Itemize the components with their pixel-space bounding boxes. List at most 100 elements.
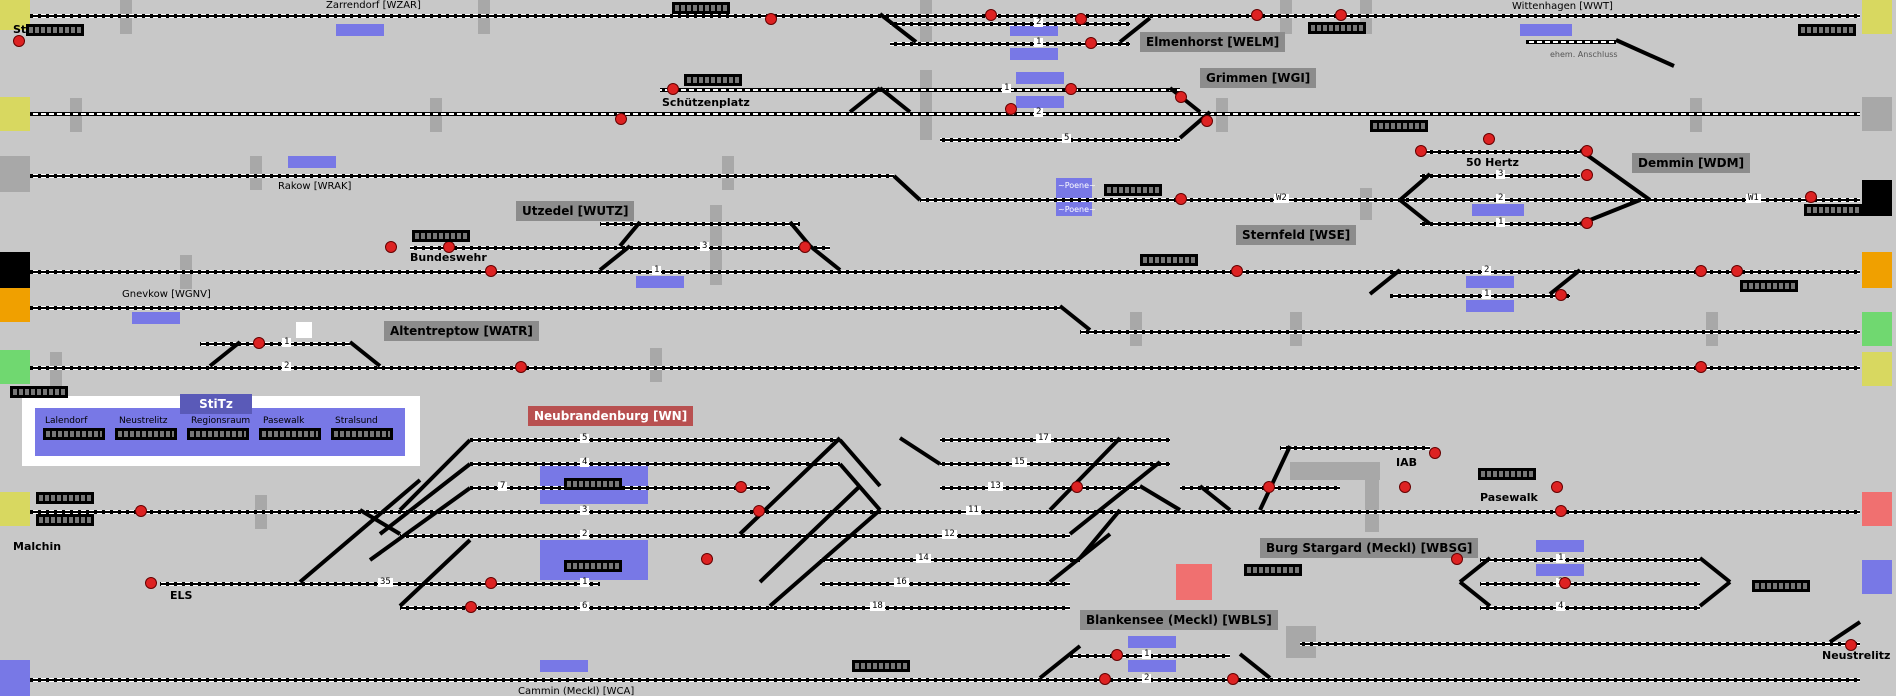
- stitz-title[interactable]: StiTz: [180, 394, 252, 414]
- edge-marker-l-1[interactable]: [0, 0, 30, 30]
- train-number-display[interactable]: [1104, 184, 1162, 196]
- station-label-neustrelitz[interactable]: Neustrelitz: [1822, 649, 1891, 662]
- station-label-iab[interactable]: IAB: [1396, 456, 1417, 469]
- signal-icon[interactable]: [799, 241, 811, 253]
- signal-icon[interactable]: [615, 113, 627, 125]
- edge-marker-l-5[interactable]: [0, 288, 30, 322]
- signal-icon[interactable]: [145, 577, 157, 589]
- edge-marker-r-8[interactable]: [1862, 560, 1892, 594]
- station-label-zarrendorf[interactable]: Zarrendorf [WZAR]: [326, 0, 421, 11]
- station-box-altentreptow[interactable]: Altentreptow [WATR]: [384, 321, 539, 341]
- signal-icon[interactable]: [1551, 481, 1563, 493]
- signal-icon[interactable]: [1581, 217, 1593, 229]
- signal-icon[interactable]: [1429, 447, 1441, 459]
- station-box-demmin[interactable]: Demmin [WDM]: [1632, 153, 1751, 173]
- station-label-gnevkow[interactable]: Gnevkow [WGNV]: [122, 289, 211, 300]
- signal-icon[interactable]: [667, 83, 679, 95]
- signal-icon[interactable]: [385, 241, 397, 253]
- signal-icon[interactable]: [485, 577, 497, 589]
- edge-marker-r-6[interactable]: [1862, 352, 1892, 386]
- station-box-blankensee[interactable]: Blankensee (Meckl) [WBLS]: [1080, 610, 1278, 630]
- station-box-utzedel[interactable]: Utzedel [WUTZ]: [516, 201, 635, 221]
- signal-icon[interactable]: [985, 9, 997, 21]
- train-number-display[interactable]: [1140, 254, 1198, 266]
- train-number-display[interactable]: [1308, 22, 1366, 34]
- signal-icon[interactable]: [1695, 265, 1707, 277]
- signal-icon[interactable]: [1175, 193, 1187, 205]
- edge-marker-r-2[interactable]: [1862, 97, 1892, 131]
- signal-icon[interactable]: [1085, 37, 1097, 49]
- edge-marker-l-4[interactable]: [0, 252, 30, 288]
- signal-icon[interactable]: [1071, 481, 1083, 493]
- train-number-display[interactable]: [672, 2, 730, 14]
- signal-icon[interactable]: [1099, 673, 1111, 685]
- station-label-50-hertz[interactable]: 50 Hertz: [1466, 156, 1519, 169]
- signal-icon[interactable]: [13, 35, 25, 47]
- station-box-sternfeld[interactable]: Sternfeld [WSE]: [1236, 225, 1357, 245]
- station-label-pasewalk[interactable]: Pasewalk: [1480, 491, 1538, 504]
- signal-icon[interactable]: [1559, 577, 1571, 589]
- train-number-display[interactable]: [36, 492, 94, 504]
- stitz-display-pasewalk[interactable]: [259, 428, 321, 440]
- train-number-display[interactable]: [1804, 204, 1862, 216]
- signal-icon[interactable]: [1731, 265, 1743, 277]
- edge-marker-l-2[interactable]: [0, 97, 30, 131]
- signal-icon[interactable]: [1335, 9, 1347, 21]
- signal-icon[interactable]: [735, 481, 747, 493]
- station-box-grimmen[interactable]: Grimmen [WGI]: [1200, 68, 1317, 88]
- station-box-burg-stargard[interactable]: Burg Stargard (Meckl) [WBSG]: [1260, 538, 1479, 558]
- stitz-display-lalendorf[interactable]: [43, 428, 105, 440]
- train-number-display[interactable]: [1752, 580, 1810, 592]
- edge-marker-r-7[interactable]: [1862, 492, 1892, 526]
- signal-icon[interactable]: [443, 241, 455, 253]
- signal-icon[interactable]: [765, 13, 777, 25]
- signal-icon[interactable]: [1251, 9, 1263, 21]
- signal-icon[interactable]: [1483, 133, 1495, 145]
- station-label-cammin[interactable]: Cammin (Meckl) [WCA]: [518, 686, 635, 696]
- station-label-rakow[interactable]: Rakow [WRAK]: [278, 181, 352, 192]
- signal-icon[interactable]: [1415, 145, 1427, 157]
- signal-icon[interactable]: [753, 505, 765, 517]
- edge-marker-l-7[interactable]: [0, 492, 30, 526]
- signal-icon[interactable]: [1399, 481, 1411, 493]
- train-number-display[interactable]: [1740, 280, 1798, 292]
- stitz-display-neustrelitz[interactable]: [115, 428, 177, 440]
- signal-icon[interactable]: [135, 505, 147, 517]
- signal-icon[interactable]: [1581, 169, 1593, 181]
- signal-icon[interactable]: [1065, 83, 1077, 95]
- signal-icon[interactable]: [1451, 553, 1463, 565]
- train-number-display[interactable]: [1370, 120, 1428, 132]
- train-number-display[interactable]: [1244, 564, 1302, 576]
- signal-icon[interactable]: [1805, 191, 1817, 203]
- train-number-display[interactable]: [852, 660, 910, 672]
- signal-icon[interactable]: [1075, 13, 1087, 25]
- stitz-display-regionsraum[interactable]: [187, 428, 249, 440]
- edge-marker-l-3[interactable]: [0, 156, 30, 192]
- train-number-display[interactable]: [564, 478, 622, 490]
- signal-icon[interactable]: [1005, 103, 1017, 115]
- signal-icon[interactable]: [1227, 673, 1239, 685]
- signal-icon[interactable]: [1555, 505, 1567, 517]
- station-label-els[interactable]: ELS: [170, 589, 193, 602]
- signal-icon[interactable]: [515, 361, 527, 373]
- edge-marker-l-6[interactable]: [0, 350, 30, 384]
- signal-icon[interactable]: [1695, 361, 1707, 373]
- signal-icon[interactable]: [1555, 289, 1567, 301]
- edge-marker-r-4[interactable]: [1862, 252, 1892, 288]
- station-label-wittenhagen[interactable]: Wittenhagen [WWT]: [1512, 1, 1613, 12]
- train-number-display[interactable]: [36, 514, 94, 526]
- signal-icon[interactable]: [1111, 649, 1123, 661]
- train-number-display[interactable]: [1798, 24, 1856, 36]
- train-number-display[interactable]: [564, 560, 622, 572]
- edge-marker-r-3[interactable]: [1862, 180, 1892, 216]
- signal-icon[interactable]: [1845, 639, 1857, 651]
- station-box-neubrandenburg[interactable]: Neubrandenburg [WN]: [528, 406, 694, 426]
- train-number-display[interactable]: [1478, 468, 1536, 480]
- station-label-schuetzenplatz[interactable]: Schützenplatz: [662, 96, 750, 109]
- signal-icon[interactable]: [1581, 145, 1593, 157]
- train-number-display[interactable]: [26, 24, 84, 36]
- station-box-elmenhorst[interactable]: Elmenhorst [WELM]: [1140, 32, 1286, 52]
- edge-marker-l-8[interactable]: [0, 660, 30, 696]
- edge-marker-r-1[interactable]: [1862, 0, 1892, 34]
- edge-marker-r-5[interactable]: [1862, 312, 1892, 346]
